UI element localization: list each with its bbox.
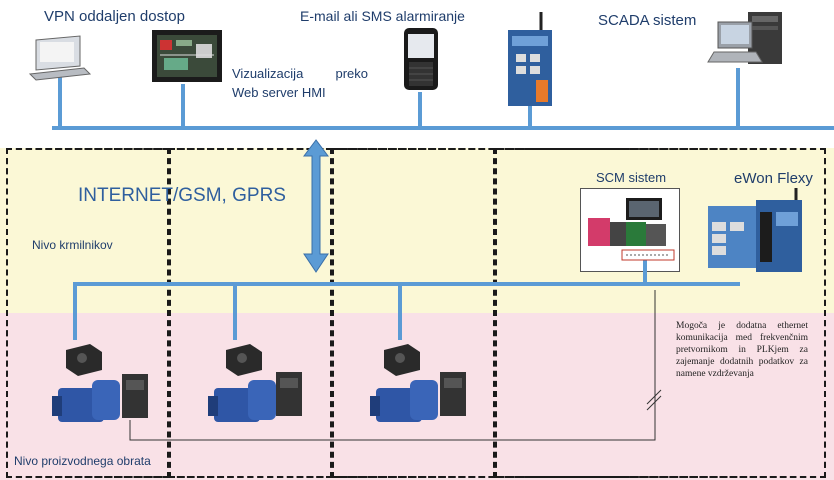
controller-level-label: Nivo krmilnikov <box>32 238 113 252</box>
smartphone-icon <box>404 28 438 90</box>
motor-icon-1 <box>52 374 148 422</box>
desktop-pc-icon <box>707 12 782 64</box>
gateway-icon <box>708 188 802 272</box>
zone-1-border <box>6 148 169 478</box>
drive-icon-3 <box>384 344 420 376</box>
maintenance-note: Mogoča je dodatna ethernet komunikacija … <box>676 321 808 379</box>
zone-3-border <box>332 148 495 478</box>
zone-4-border <box>495 148 826 478</box>
email-sms-label: E-mail ali SMS alarmiranje <box>300 8 465 24</box>
zone-2-border <box>169 148 332 478</box>
motor-icon-2 <box>208 372 302 422</box>
scada-label: SCADA sistem <box>598 12 697 29</box>
production-level-label: Nivo proizvodnega obrata <box>14 454 151 468</box>
scm-system-label: SCM sistem <box>596 170 667 185</box>
network-label: INTERNET/GSM, GPRS <box>78 185 286 206</box>
motor-icon-3 <box>370 372 466 422</box>
drive-link-line <box>129 290 656 441</box>
visualization-label: Vizualizacija preko Web server HMI <box>232 66 368 100</box>
hmi-panel-icon <box>152 30 222 82</box>
internet-double-arrow <box>303 139 329 273</box>
router-icon <box>508 12 552 106</box>
laptop-icon <box>28 35 92 81</box>
drive-icon-1 <box>66 344 102 376</box>
vpn-label: VPN oddaljen dostop <box>44 8 185 25</box>
drive-icon-2 <box>226 344 262 376</box>
plc-icon <box>588 198 675 261</box>
ewon-flexy-label: eWon Flexy <box>734 170 813 187</box>
